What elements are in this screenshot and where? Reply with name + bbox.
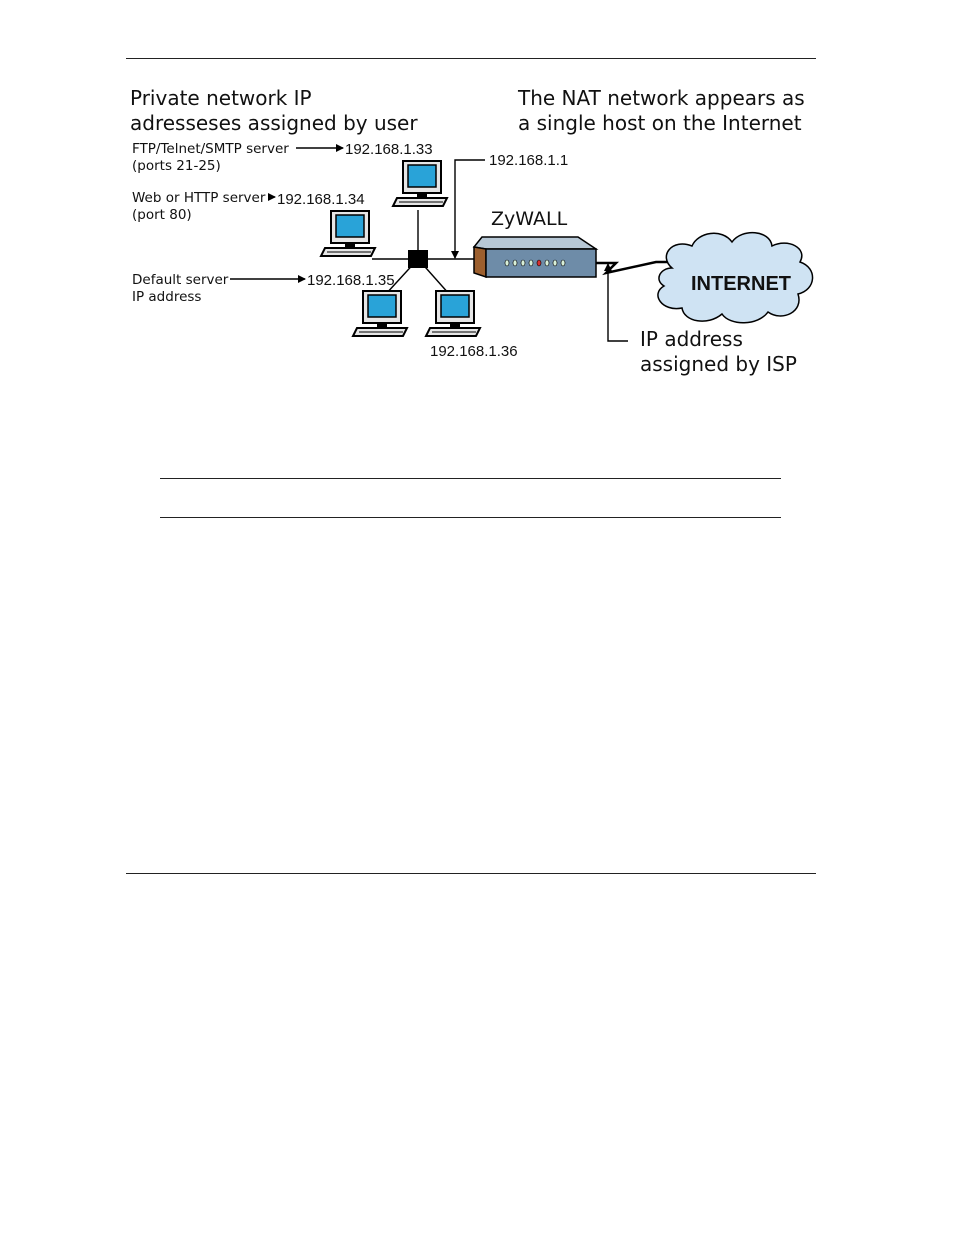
default-ip-label: IP address [132,289,201,305]
ip-ftp: 192.168.1.33 [345,141,433,158]
computer-icon-other [425,290,481,337]
router-label: ZyWALL [491,208,568,230]
computer-icon-ftp [392,160,448,207]
isp-pointer [604,263,628,342]
web-server-label: Web or HTTP server [132,190,266,206]
heading-right-line1: The NAT network appears as [517,86,805,110]
cloud-label: INTERNET [691,273,791,295]
top-rule [126,58,816,59]
ip-default: 192.168.1.35 [307,272,395,289]
caption-rule-top [160,478,781,479]
hub-icon [408,250,428,268]
isp-label-line2: assigned by ISP [640,352,797,376]
heading-left-line2: adresseses assigned by user [130,111,418,135]
router-ip-pointer [451,159,485,259]
web-port-label: (port 80) [132,207,192,223]
ftp-server-label: FTP/Telnet/SMTP server [132,141,289,157]
computer-icon-default [352,290,408,337]
heading-left-line1: Private network IP [130,86,312,110]
ip-web: 192.168.1.34 [277,191,365,208]
nat-diagram: Private network IP adresseses assigned b… [130,86,814,376]
heading-right-line2: a single host on the Internet [518,111,802,135]
ftp-ports-label: (ports 21-25) [132,158,221,174]
caption-rule-bottom [160,517,781,518]
isp-label-line1: IP address [640,327,743,351]
ip-other: 192.168.1.36 [430,343,518,360]
bottom-rule [126,873,816,874]
cloud-icon [657,232,814,324]
default-server-label: Default server [132,272,229,288]
ip-router: 192.168.1.1 [489,152,568,169]
router-icon [472,236,599,279]
computer-icon-web [320,210,376,257]
